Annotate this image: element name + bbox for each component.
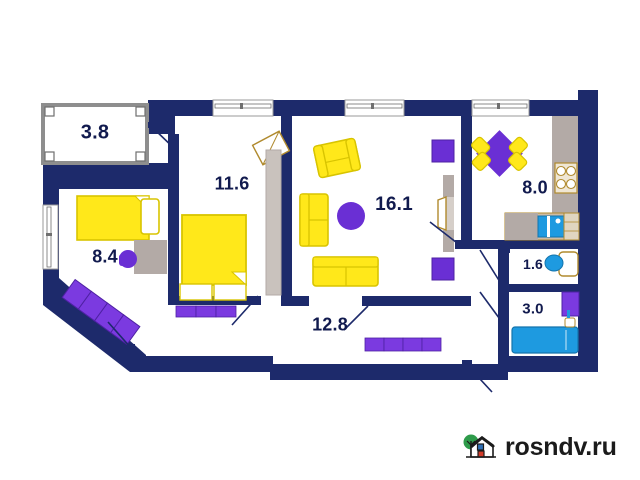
fixtures-bathroom-3-0 bbox=[511, 291, 580, 354]
furniture-kitchen-8-0 bbox=[471, 116, 580, 241]
room-label-kitchen: 8.0 bbox=[522, 177, 548, 198]
window-top-1 bbox=[212, 99, 274, 117]
balcony-3-8 bbox=[41, 103, 149, 165]
window-top-2 bbox=[344, 99, 405, 117]
window-left bbox=[42, 204, 59, 270]
house-and-tree-logo bbox=[463, 434, 496, 458]
watermark-text: rosndv.ru bbox=[505, 432, 617, 461]
furniture-bedroom-11-6 bbox=[175, 130, 291, 318]
watermark: rosndv.ru bbox=[462, 432, 617, 462]
door-jambs bbox=[127, 122, 472, 368]
furniture-bedroom-8-4 bbox=[76, 195, 167, 274]
room-label-toilet: 1.6 bbox=[522, 256, 544, 272]
room-label-corridor: 12.8 bbox=[312, 314, 348, 335]
interior-walls bbox=[57, 116, 580, 372]
room-label-bedroom-small: 8.4 bbox=[92, 246, 118, 267]
wardrobe-hall-diagonal bbox=[61, 278, 141, 346]
window-top-3 bbox=[471, 99, 530, 117]
room-label-bathroom: 3.0 bbox=[522, 300, 544, 318]
furniture-living-room-16-1 bbox=[299, 137, 455, 287]
room-label-living-room: 16.1 bbox=[375, 194, 413, 215]
fixtures-toilet-1-6 bbox=[544, 251, 579, 277]
wardrobe-corridor bbox=[364, 337, 442, 352]
room-label-bedroom-large: 11.6 bbox=[214, 173, 250, 194]
room-label-balcony: 3.8 bbox=[80, 121, 110, 144]
